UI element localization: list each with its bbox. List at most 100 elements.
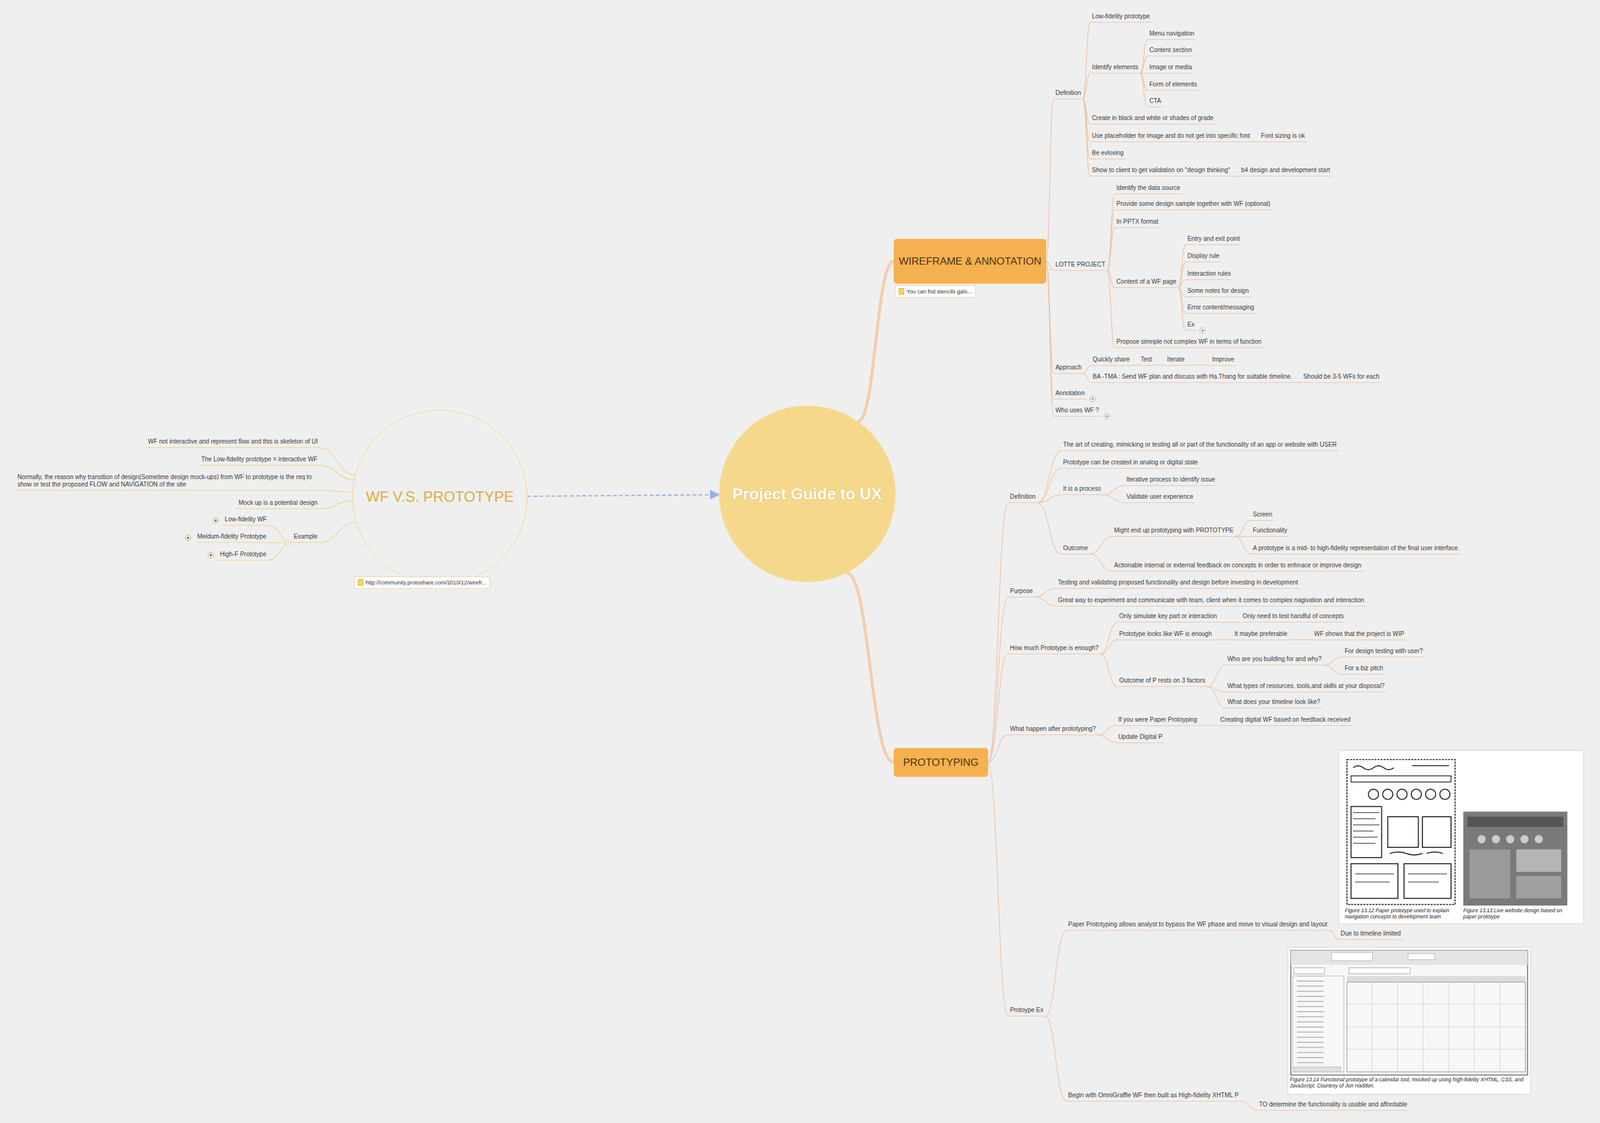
subtopic: Meidum-fidelity Prototype (195, 532, 269, 543)
floating-topic: WF V.S. PROTOTYPE (352, 409, 527, 585)
topic-text: Annotation (1055, 389, 1085, 397)
subtopic: Prototype can be created in analog or di… (1060, 458, 1200, 469)
subtopic: Great way to experiment and communicate … (1056, 596, 1367, 607)
subtopic: Content section (1147, 45, 1194, 57)
subtopic: Mock up is a potential design (236, 498, 320, 510)
topic-text: For design testing with user? (1344, 647, 1423, 655)
topic-text: Form of elements (1149, 80, 1197, 88)
figure-caption: Figure 13.12 Paper prototype used to exp… (1345, 907, 1460, 920)
subtopic: High-F Prototype (218, 550, 269, 561)
branch-connector (1186, 364, 1211, 366)
subtopic: Show to client to get validation on "des… (1090, 166, 1233, 177)
note-icon (357, 578, 364, 586)
subtopic: Propose simnple not complex WF in terms … (1114, 337, 1264, 348)
collapse-marker (213, 517, 219, 524)
topic-text: What types of resources, tools,and skill… (1227, 682, 1385, 690)
topic-text: WIREFRAME & ANNOTATION (898, 254, 1042, 268)
subtopic: What does your timeline look like? (1225, 697, 1323, 709)
topic-text: Testing and validating proposed function… (1057, 578, 1299, 586)
subtopic: Low-fidelity WF (222, 515, 269, 526)
topic-text: Functionality (1252, 526, 1287, 534)
topic-text: Creating digital WF based on feedback re… (1220, 716, 1351, 723)
subtopic: Should be 3-5 WFs for each (1301, 372, 1382, 383)
branch-connector (1218, 621, 1242, 623)
branch-connector (1329, 930, 1340, 940)
topic-text: Outcome (1062, 544, 1088, 552)
topic-text: Content of a WF page (1116, 278, 1177, 285)
subtopic: Functionality (1250, 526, 1289, 537)
topic-text: Iterate (1166, 355, 1185, 363)
topic-text: Normally, the reason why transition of d… (17, 473, 312, 488)
subtopic: The Low-fidelity prototype = interactive… (199, 455, 320, 466)
subtopic: If you were Paper Protoyping (1116, 715, 1199, 726)
subtopic: Purpose (1008, 586, 1035, 598)
subtopic: What types of resources, tools,and skill… (1225, 681, 1387, 693)
subtopic: Improve (1210, 355, 1237, 366)
subtopic: WF not interactive and represent flow an… (145, 437, 320, 448)
subtopic: Screen (1250, 510, 1275, 521)
collapse-marker (1089, 396, 1096, 402)
topic-text: A prototype is a mid- to high-fidelity r… (1252, 544, 1460, 552)
topic-text: Purpose (1010, 587, 1033, 595)
topic-text: BA -TMA : Send WF plan and discuss with … (1092, 373, 1293, 380)
collapse-marker (1092, 397, 1093, 401)
collapse-marker (185, 534, 192, 541)
subtopic: WF shows that the project is WIP (1312, 629, 1406, 641)
collapse-marker (1200, 327, 1206, 334)
topic-text: Begin with OmniGraffle WF then built as … (1068, 1091, 1239, 1099)
subtopic: Due to timeline limited (1339, 929, 1403, 940)
subtopic: Form of elements (1147, 80, 1199, 91)
subtopic: Annotation (1053, 388, 1087, 400)
subtopic: Low-fidelity prototype (1090, 12, 1153, 23)
branch-connector (1240, 1100, 1257, 1110)
subtopic: Menu navigation (1147, 29, 1196, 40)
topic-text: Use placeholder for image and do not get… (1092, 132, 1251, 140)
topic-text: Create in black and white or shades of g… (1092, 114, 1214, 122)
topic-text: Mock up is a potential design (238, 499, 318, 506)
central-topic: Project Guide to UX (719, 405, 896, 582)
subtopic: Provide some design sample together with… (1114, 199, 1273, 211)
branch-connector (988, 762, 1009, 1016)
topic-text: Paper Prototyping allows analyst to bypa… (1068, 920, 1328, 928)
topic-text: Validate user experience (1126, 493, 1194, 500)
topic-text: Test (1140, 355, 1152, 363)
branch-connector (1198, 724, 1219, 726)
calendar-prototype-figure (1287, 947, 1531, 1095)
subtopic: Approach (1053, 363, 1084, 374)
topic-text: If you were Paper Protoyping (1117, 716, 1197, 723)
branch-connector (1102, 485, 1125, 495)
topic-text: Meidum-fidelity Prototype (197, 532, 267, 540)
branch-connector (319, 490, 353, 492)
topic-text: Prototype can be created in analog or di… (1062, 458, 1198, 466)
figure-caption: Figure 13.14 Functional prototype of a c… (1290, 1076, 1531, 1089)
branch-connector (1231, 175, 1240, 177)
topic-text: Example (293, 532, 318, 540)
topic-text: Content section (1149, 46, 1193, 54)
branch-connector (988, 653, 1009, 763)
subtopic: TO determine the functionality is usable… (1256, 1100, 1409, 1111)
branch-connector (1235, 520, 1252, 537)
branch-connector (1083, 373, 1091, 383)
topic-text: Approach (1055, 363, 1082, 371)
subtopic: Create in black and white or shades of g… (1090, 113, 1216, 125)
subtopic: Error content/messaging (1185, 303, 1256, 314)
subtopic: Example (291, 532, 320, 543)
subtopic: Font sizing is ok (1259, 131, 1308, 143)
subtopic: Might end up prototyping with PROTOTYPE (1112, 526, 1236, 537)
collapse-marker (1104, 413, 1110, 419)
subtopic: Prototype looks like WF is enough (1117, 629, 1214, 641)
branch-connector (1323, 665, 1344, 675)
subtopic: Update Digital P (1116, 732, 1164, 744)
paper-prototype-figure (1339, 750, 1585, 924)
collapse-marker (1202, 328, 1204, 333)
subtopic: Identify the data source (1114, 183, 1183, 195)
collapse-marker (187, 536, 190, 539)
topic-text: Be evloving (1092, 149, 1125, 157)
topic-text: Only simulate key part or interaction (1119, 612, 1218, 620)
subtopic: Paper Prototyping allows analyst to bypa… (1066, 920, 1330, 931)
collapse-marker (215, 519, 217, 522)
topic-text: Ex (1187, 320, 1195, 328)
topic-text: High-F Prototype (219, 550, 267, 558)
topic-text: Identify elements (1092, 63, 1139, 71)
branch-connector (319, 501, 353, 510)
